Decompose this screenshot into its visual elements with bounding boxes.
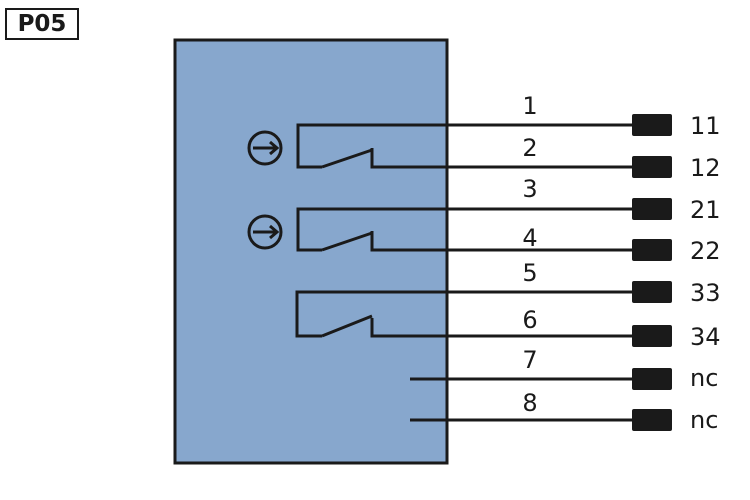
terminal-block	[632, 409, 672, 431]
contact-1-lead	[296, 123, 632, 169]
terminal-block	[632, 368, 672, 390]
terminal-block	[632, 198, 672, 220]
pin-number: 3	[522, 175, 537, 203]
contact-6-lead	[370, 318, 632, 338]
contact-3-blade	[321, 231, 373, 252]
terminal-label: nc	[690, 406, 718, 434]
pin-number: 2	[522, 134, 537, 162]
contact-5-6	[295, 290, 632, 338]
pin-number: 8	[522, 389, 537, 417]
contact-2-lead	[370, 148, 632, 169]
positive-opening-icon	[247, 214, 283, 250]
terminal-label: 11	[690, 112, 721, 140]
terminal-blocks	[632, 114, 672, 431]
terminal-label: 22	[690, 237, 721, 265]
contact-5-blade	[321, 314, 373, 338]
positive-opening-icon	[247, 130, 283, 166]
contact-5-lead	[295, 290, 632, 338]
contact-1-blade	[321, 148, 373, 169]
terminal-label: 12	[690, 154, 721, 182]
contact-3-4	[296, 207, 632, 252]
contact-3-lead	[296, 207, 632, 252]
pin-number: 1	[522, 92, 537, 120]
terminal-label: 21	[690, 196, 721, 224]
diagram-label: P05	[5, 8, 79, 40]
terminal-block	[632, 239, 672, 261]
pin-number: 4	[522, 224, 537, 252]
pin-number: 6	[522, 306, 537, 334]
terminal-block	[632, 281, 672, 303]
terminal-label: 33	[690, 279, 721, 307]
pin-number: 5	[522, 259, 537, 287]
terminal-block	[632, 156, 672, 178]
terminal-label: 34	[690, 323, 721, 351]
terminal-block	[632, 114, 672, 136]
terminal-block	[632, 325, 672, 347]
contact-4-lead	[370, 231, 632, 252]
contact-1-2	[296, 123, 632, 169]
terminal-label: nc	[690, 364, 718, 392]
pin-number: 7	[522, 346, 537, 374]
